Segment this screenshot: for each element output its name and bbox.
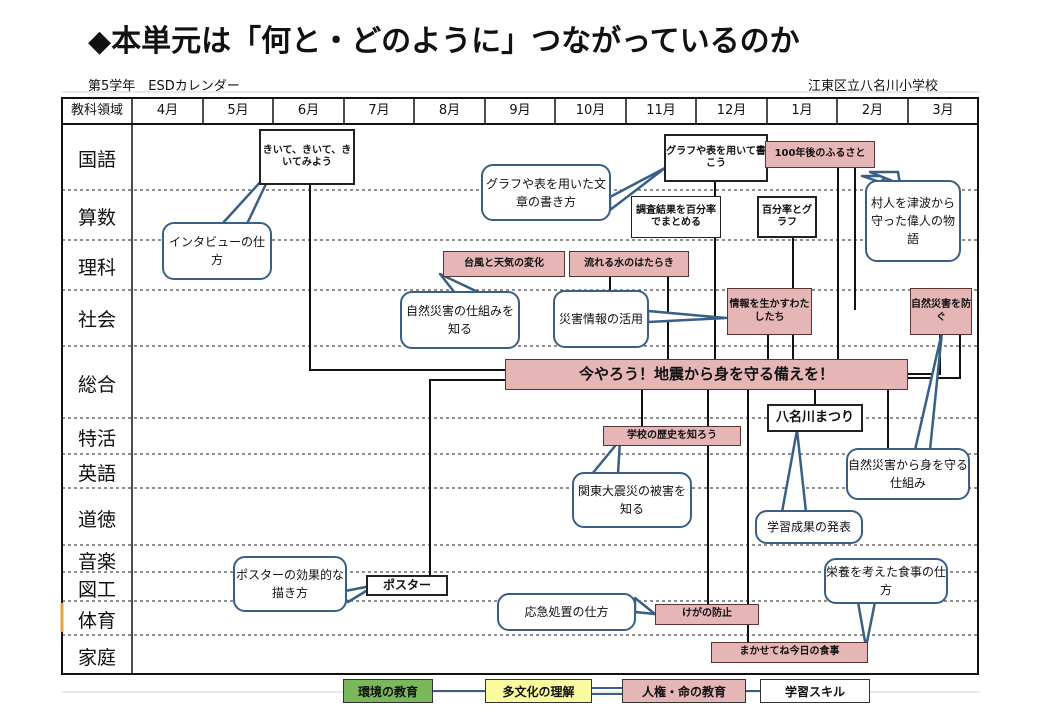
subject-label: 体育: [77, 610, 116, 632]
callout-mi-wo-mamoru: 自然災害から身を守る仕組み: [846, 448, 970, 500]
month-header: 6月: [297, 103, 320, 118]
callout-graph-bunsho: グラフや表を用いた文章の書き方: [481, 164, 611, 221]
callout-saigai-joho: 災害情報の活用: [553, 290, 649, 348]
month-header: 11月: [646, 103, 676, 118]
activity-wariai: 百分率とグラフ: [757, 196, 817, 238]
subject-label: 音楽: [77, 551, 116, 573]
month-header: 9月: [509, 103, 531, 118]
school-name: 江東区立八名川小学校: [808, 79, 939, 94]
activity-nagare: 流れる水のはたらき: [569, 251, 689, 277]
month-header: 2月: [861, 103, 884, 118]
subject-label: 特活: [77, 428, 116, 450]
main-unit: 今やろう！地震から身を守る備えを！: [505, 359, 908, 390]
subject-label: 英語: [77, 463, 116, 485]
subject-label: 図工: [77, 579, 116, 601]
activity-furusato: 100年後のふるさと: [765, 141, 875, 168]
subject-label: 国語: [77, 149, 116, 171]
subject-label: 家庭: [77, 647, 116, 669]
activity-kega: けがの防止: [655, 604, 759, 625]
corner-label: 教科領域: [70, 103, 123, 118]
callout-murabito: 村人を津波から守った偉人の物語: [865, 180, 961, 262]
subject-label: 理科: [77, 257, 116, 279]
callout-kanto: 関東大震災の被害を知る: [572, 472, 692, 528]
calendar-name: 第5学年 ESDカレンダー: [88, 79, 240, 94]
month-header: 7月: [368, 103, 390, 118]
callout-okyu: 応急処置の仕方: [497, 593, 636, 631]
activity-rekishi: 学校の歴史を知ろう: [603, 426, 741, 446]
month-header: 12月: [716, 103, 747, 118]
month-header: 10月: [575, 103, 606, 118]
callout-gakushu-seika: 学習成果の発表: [755, 510, 863, 544]
month-header: 1月: [791, 103, 813, 118]
page-title: ◆本単元は「何と・どのように」つながっているのか: [88, 24, 800, 59]
activity-chosa: 調査結果を百分率でまとめる: [631, 196, 721, 238]
month-header: 4月: [156, 103, 179, 118]
activity-kiite: きいて、きいて、きいてみよう: [259, 129, 355, 185]
callout-poster-koka: ポスターの効果的な描き方: [233, 556, 347, 612]
month-header: 8月: [438, 103, 461, 118]
month-header: 3月: [932, 103, 954, 118]
activity-poster: ポスター: [366, 575, 448, 596]
subject-label: 社会: [77, 309, 116, 331]
callout-saigai-shikumi: 自然災害の仕組みを知る: [400, 291, 520, 349]
activity-shizen-shakai: 自然災害を防ぐ: [910, 288, 972, 335]
callout-interview: インタビューの仕方: [162, 222, 272, 280]
activity-yanagawa: 八名川まつり: [767, 404, 863, 432]
activity-graph-kokugo: グラフや表を用いて書こう: [664, 134, 768, 182]
legend-human-rights: 人権・命の教育: [622, 679, 746, 703]
month-header: 5月: [227, 103, 249, 118]
legend-environment: 環境の教育: [343, 679, 433, 703]
subject-label: 道徳: [77, 509, 116, 531]
legend-skills: 学習スキル: [760, 679, 870, 703]
activity-shokuji: まかせてね今日の食事: [711, 642, 868, 663]
subject-label: 総合: [77, 374, 116, 396]
activity-taifu: 台風と天気の変化: [443, 251, 565, 277]
subject-label: 算数: [77, 207, 116, 229]
activity-joho: 情報を生かすわたしたち: [727, 288, 812, 335]
callout-eiyo: 栄養を考えた食事の仕方: [824, 558, 948, 604]
legend-multicultural: 多文化の理解: [485, 679, 592, 703]
